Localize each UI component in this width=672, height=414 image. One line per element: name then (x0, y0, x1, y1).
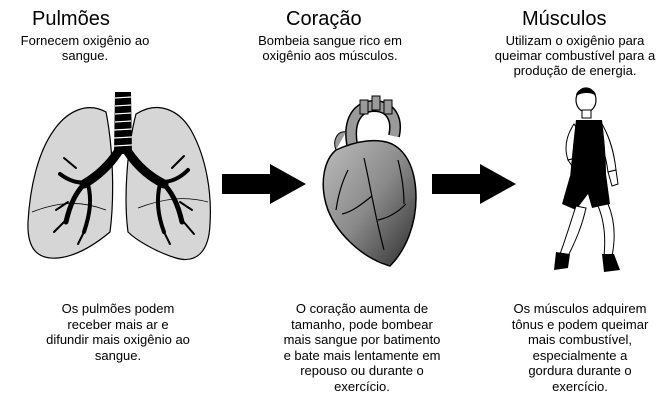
lungs-description-line: Fornecem oxigênio ao (20, 33, 150, 48)
arrow-heart-to-muscles (432, 164, 516, 204)
heart-description: Bombeia sangue rico em oxigênio aos músc… (240, 33, 420, 63)
muscles-note-line: mais combustível, (527, 332, 633, 347)
heart-note-line: mais sangue por batimento (283, 332, 441, 347)
muscles-description-line: produção de energia. (513, 63, 637, 78)
muscles-description: Utilizam o oxigênio para queimar combust… (478, 33, 672, 78)
heart-note-line: O coração aumenta de (295, 301, 429, 316)
lungs-note-line: Os pulmões podem (61, 301, 175, 316)
lungs-illustration (27, 92, 211, 260)
lungs-note: Os pulmões podem receber mais ar e difun… (18, 301, 218, 363)
muscles-title: Músculos (522, 8, 607, 30)
muscles-description-line: Utilizam o oxigênio para (505, 33, 645, 48)
muscles-note-line: exercício. (552, 378, 608, 394)
lungs-note-line: receber mais ar e (67, 316, 169, 332)
heart-note-line: tamanho, pode bombear (291, 316, 433, 332)
heart-title: Coração (286, 8, 362, 30)
lungs-title: Pulmões (32, 8, 110, 30)
muscles-note-line: especialmente a (532, 347, 628, 363)
heart-illustration (322, 95, 417, 267)
lungs-note-line: difundir mais oxigênio ao (46, 332, 190, 347)
heart-note-line: e bate mais lentamente em (283, 347, 441, 363)
heart-note: O coração aumenta de tamanho, pode bombe… (262, 301, 462, 394)
lungs-description-line: sangue. (61, 48, 109, 63)
muscles-description-line: queimar combustível para a (494, 48, 656, 63)
lungs-note-line: sangue. (94, 347, 142, 363)
muscles-note-line: tônus e podem queimar (511, 316, 649, 332)
muscles-note-line: gordura durante o (528, 363, 632, 378)
heart-description-line: oxigênio aos músculos. (262, 48, 398, 63)
runner-illustration (554, 87, 620, 272)
muscles-note: Os músculos adquirem tônus e podem queim… (488, 301, 672, 394)
muscles-note-line: Os músculos adquirem (513, 301, 647, 316)
heart-description-line: Bombeia sangue rico em (258, 33, 402, 48)
lungs-description: Fornecem oxigênio ao sangue. (0, 33, 170, 63)
heart-note-line: exercício. (334, 378, 390, 394)
heart-note-line: repouso ou durante o (300, 363, 424, 378)
arrow-lungs-to-heart (222, 164, 306, 204)
